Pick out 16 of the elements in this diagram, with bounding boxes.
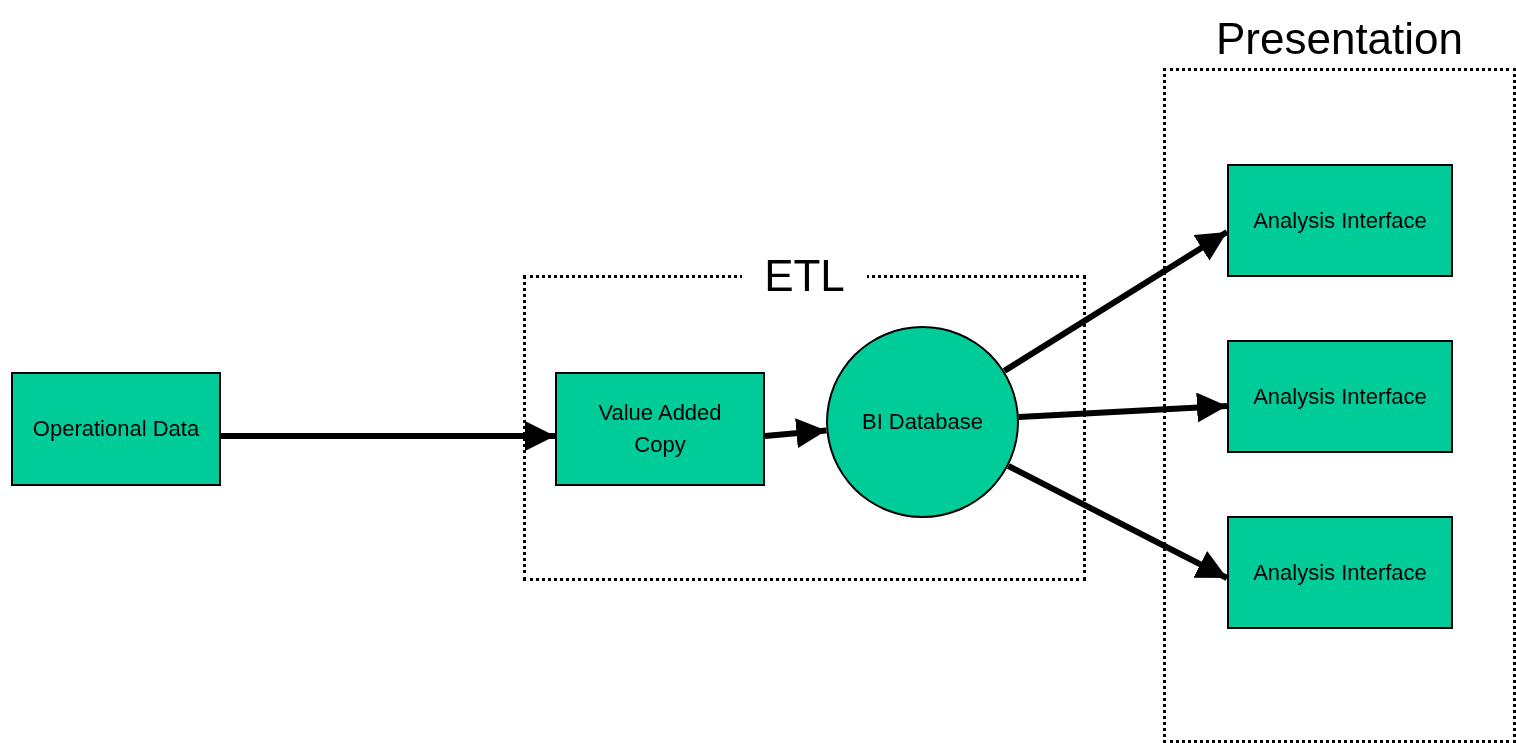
arrow [1007, 463, 1229, 581]
node-label: BI Database [860, 408, 985, 437]
process-box [1227, 340, 1453, 453]
process-box [11, 372, 221, 486]
process-box [1227, 516, 1453, 629]
arrow [764, 418, 827, 449]
arrow [1018, 392, 1228, 423]
node-label: Analysis Interface [1252, 206, 1428, 235]
node-label: Operational Data [31, 415, 201, 444]
node-label: Value Added Copy [597, 399, 723, 459]
node-label: Analysis Interface [1252, 382, 1428, 411]
process-box [1227, 164, 1453, 277]
arrow [221, 421, 555, 451]
process-box [555, 372, 765, 486]
arrow [1002, 229, 1229, 374]
node-label: Analysis Interface [1252, 558, 1428, 587]
